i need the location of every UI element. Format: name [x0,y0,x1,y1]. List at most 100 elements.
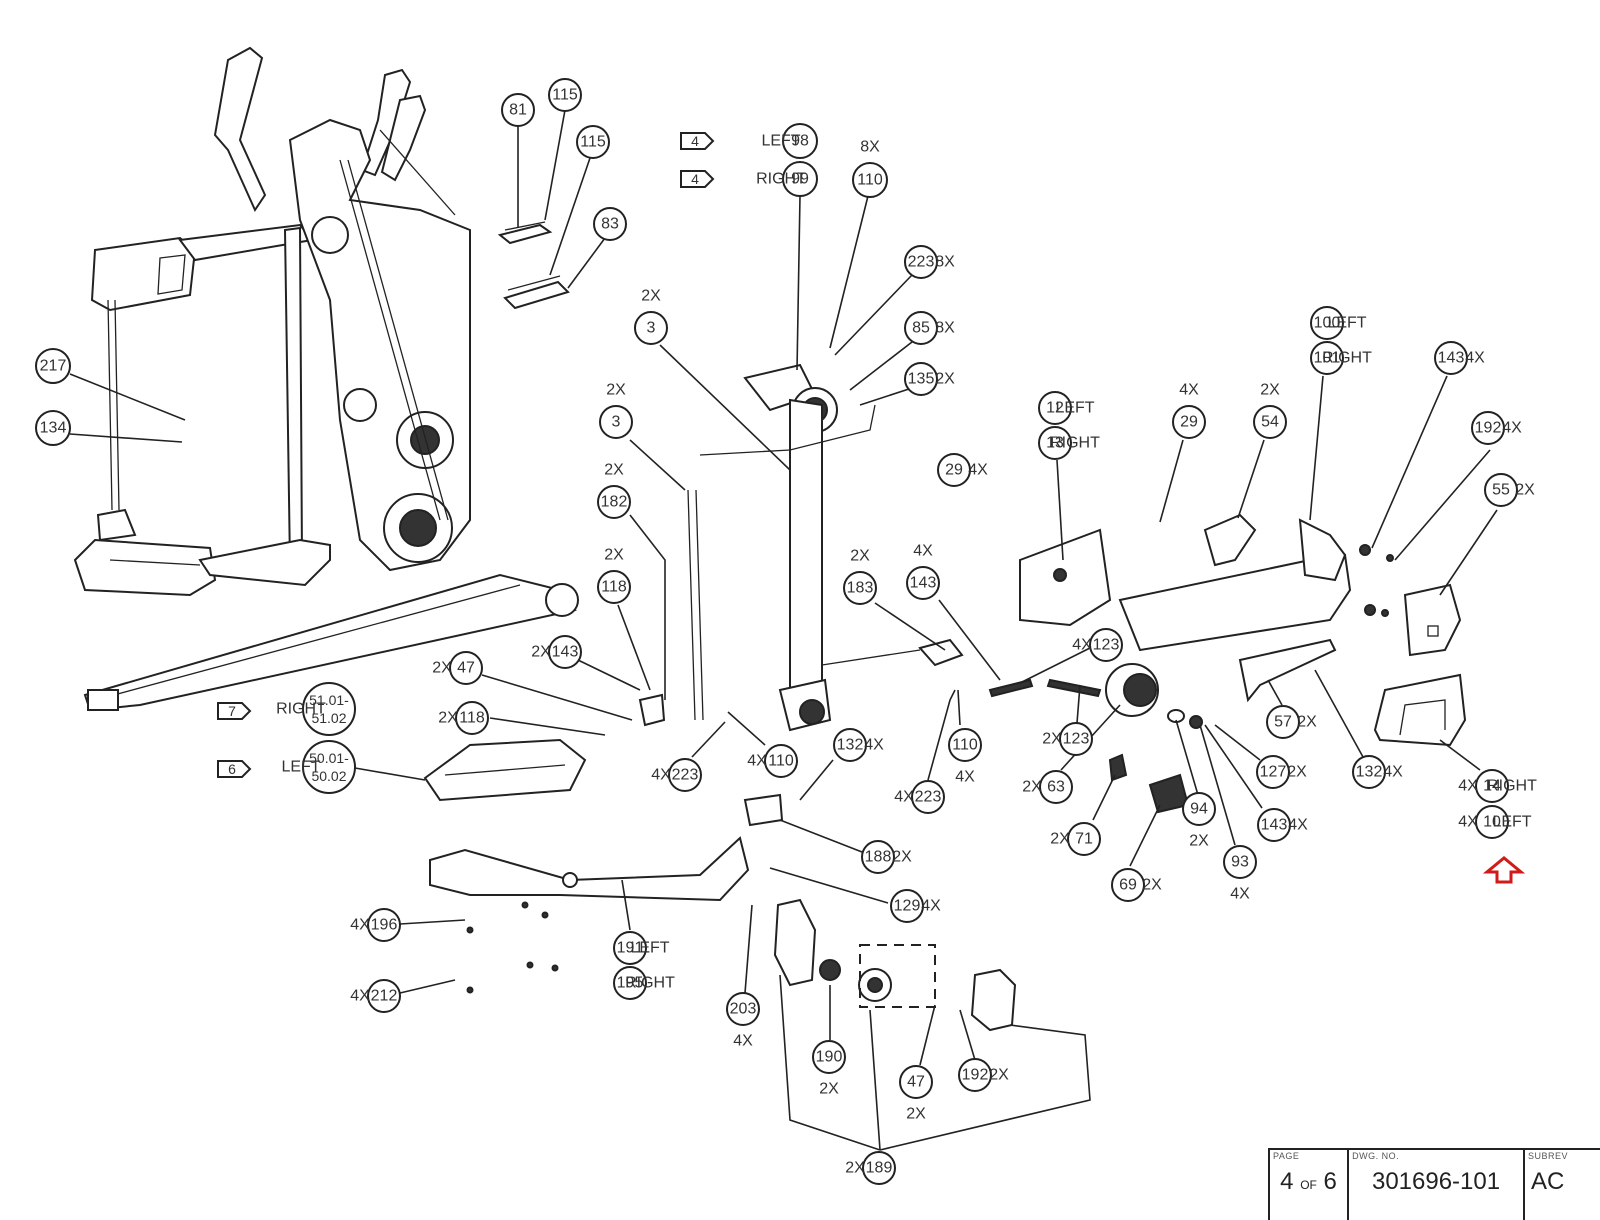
part-number: 217 [40,358,67,375]
part-number: 3 [612,414,621,431]
part-number: 47 [457,660,475,677]
part-number: 83 [601,216,619,233]
drawing-number-cell: DWG. NO. 301696-101 [1349,1150,1525,1220]
part-number: 63 [1047,779,1065,796]
balloon-circle [911,780,945,814]
balloon-circle [597,485,631,519]
balloon-circle [449,651,483,685]
quantity-label: 4X [1458,814,1478,831]
balloon-circle [367,908,401,942]
quantity-label: 2X [845,1160,865,1177]
quantity-label: 2X [1260,382,1280,399]
part-number: 115 [552,87,578,104]
page-of: OF [1300,1178,1317,1192]
quantity-label: 8X [935,254,955,271]
quantity-label: 2X [1042,731,1062,748]
balloon-circle [904,245,938,279]
part-number: 129 [894,898,921,915]
part-number: 183 [847,580,874,597]
quantity-label: 4X [955,769,975,786]
part-number: 132 [837,737,864,754]
balloon-circle [1059,722,1093,756]
balloon-circle [726,992,760,1026]
balloon-circle [1039,770,1073,804]
quantity-label: 4X [1288,817,1308,834]
side-label: LEFT [1055,400,1094,417]
part-number: 55 [1492,482,1510,499]
center-small-parts [638,638,1203,827]
quantity-label: 4X [350,988,370,1005]
side-label: RIGHT [625,975,675,992]
balloon-circle [862,1151,896,1185]
loose-fasteners [466,544,1394,994]
quantity-label: 4X [1230,886,1250,903]
balloon-circle [35,348,71,384]
quantity-label: 2X [531,644,551,661]
balloon-circle [1266,705,1300,739]
part-number: 100 [1314,315,1341,332]
balloon-circle [958,1058,992,1092]
quantity-label: 2X [819,1081,839,1098]
balloon-circle [1256,755,1290,789]
balloon-circle [613,966,647,1000]
up-arrow-icon [1482,856,1526,884]
balloon-circle [812,1040,846,1074]
side-label: LEFT [630,940,669,957]
quantity-label: 4X [651,767,671,784]
balloon-circle [302,682,356,736]
balloon-circle [599,405,633,439]
flag-number: 4 [691,133,699,149]
part-number: 3 [647,320,656,337]
balloon-circle [906,566,940,600]
flag-number: 6 [228,761,236,777]
part-number: 29 [1180,414,1198,431]
part-number: 143 [1261,817,1288,834]
part-number: 71 [1075,831,1093,848]
part-number-line1: 51.01- [309,692,349,708]
part-number-line2: 51.02 [311,710,346,726]
side-label: LEFT [761,133,800,150]
part-number: 203 [730,1001,757,1018]
quantity-label: 4X [733,1033,753,1050]
quantity-label: 2X [438,710,458,727]
flag-number: 7 [228,703,236,719]
balloon-circle [367,979,401,1013]
part-number: 123 [1063,731,1090,748]
part-number: 127 [1260,764,1287,781]
page-label: PAGE [1273,1151,1300,1161]
title-block: PAGE 4 OF 6 DWG. NO. 301696-101 SUBREV A… [1268,1148,1600,1220]
flag-number: 4 [691,171,699,187]
side-label: RIGHT [756,171,806,188]
quantity-label: 2X [604,462,624,479]
quantity-label: 4X [1383,764,1403,781]
balloon-circle [1089,628,1123,662]
assembly-flag-4: 4 [680,132,715,150]
balloon-circle [501,93,535,127]
balloon-circle [1223,845,1257,879]
balloon-circle [1310,341,1344,375]
part-number: 188 [865,849,892,866]
part-number: 143 [1438,350,1465,367]
balloon-circle [1111,868,1145,902]
page-number: 4 OF 6 [1270,1168,1347,1196]
balloon-circle [1038,426,1072,460]
quantity-label: 2X [606,382,626,399]
part-number: 93 [1231,854,1249,871]
part-number: 182 [601,494,628,511]
balloon-circle [597,570,631,604]
part-number: 143 [552,644,579,661]
